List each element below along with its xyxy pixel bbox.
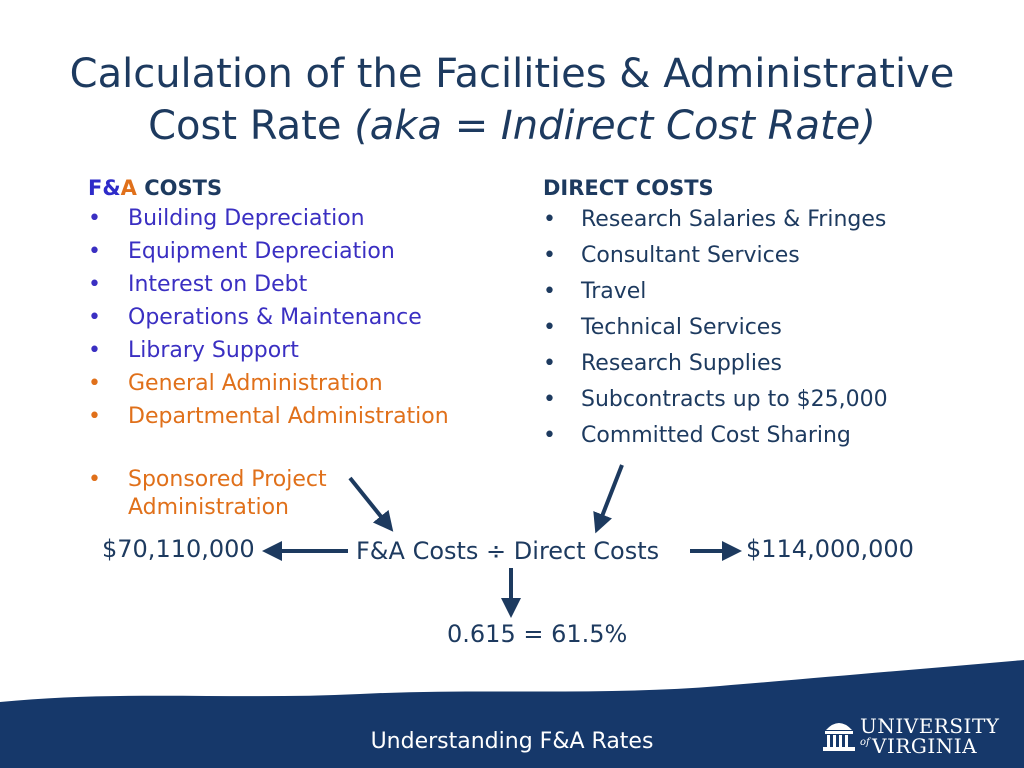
fa-heading-rest: COSTS bbox=[136, 176, 223, 200]
title-line-2: Cost Rate (aka = Indirect Cost Rate) bbox=[0, 100, 1024, 152]
direct-costs-list: Research Salaries & Fringes Consultant S… bbox=[543, 202, 888, 454]
rate-result: 0.615 = 61.5% bbox=[447, 620, 628, 648]
logo-university: UNIVERSITY bbox=[860, 714, 1000, 738]
title-line-1: Calculation of the Facilities & Administ… bbox=[69, 51, 955, 97]
direct-costs-column: DIRECT COSTS Research Salaries & Fringes… bbox=[543, 176, 888, 454]
direct-costs-value: $114,000,000 bbox=[746, 535, 914, 563]
dc-item-research-salaries: Research Salaries & Fringes bbox=[543, 202, 888, 238]
fa-item-departmental-administration: Departmental Administration bbox=[88, 400, 449, 433]
fa-heading-a: A bbox=[120, 176, 137, 200]
footer-text: Understanding F&A Rates bbox=[370, 729, 654, 754]
fa-heading-f: F& bbox=[88, 176, 121, 200]
university-logo: UNIVERSITY of VIRGINIA bbox=[822, 712, 999, 758]
dc-item-committed-cost-sharing: Committed Cost Sharing bbox=[543, 418, 888, 454]
fa-item-general-administration: General Administration bbox=[88, 367, 449, 400]
fa-costs-column: F&A COSTS Building Depreciation Equipmen… bbox=[88, 176, 449, 433]
dc-item-consultant-services: Consultant Services bbox=[543, 238, 888, 274]
rate-formula: F&A Costs ÷ Direct Costs bbox=[356, 537, 660, 565]
fa-item-building-depreciation: Building Depreciation bbox=[88, 202, 449, 235]
fa-item-interest-on-debt: Interest on Debt bbox=[88, 268, 449, 301]
fa-item-equipment-depreciation: Equipment Depreciation bbox=[88, 235, 449, 268]
fa-costs-heading: F&A COSTS bbox=[88, 176, 449, 200]
logo-virginia: VIRGINIA bbox=[872, 734, 978, 758]
title-line-2-plain: Cost Rate bbox=[148, 103, 355, 149]
fa-item-sponsored-project-administration: Sponsored Project Administration bbox=[88, 466, 388, 522]
title-line-2-italic: (aka = Indirect Cost Rate) bbox=[354, 103, 876, 149]
arrow-sponsored-to-fa bbox=[348, 476, 394, 532]
fa-item-operations-maintenance: Operations & Maintenance bbox=[88, 301, 449, 334]
fa-costs-list: Building Depreciation Equipment Deprecia… bbox=[88, 202, 449, 433]
dc-item-travel: Travel bbox=[543, 274, 888, 310]
fa-item-library-support: Library Support bbox=[88, 334, 449, 367]
direct-costs-heading: DIRECT COSTS bbox=[543, 176, 714, 200]
slide-title: Calculation of the Facilities & Administ… bbox=[0, 48, 1024, 152]
arrow-direct-to-formula bbox=[593, 464, 624, 534]
fa-costs-value: $70,110,000 bbox=[102, 535, 255, 563]
dc-item-technical-services: Technical Services bbox=[543, 310, 888, 346]
rotunda-icon bbox=[823, 723, 855, 751]
logo-of: of bbox=[860, 737, 870, 748]
dc-item-research-supplies: Research Supplies bbox=[543, 346, 888, 382]
dc-item-subcontracts: Subcontracts up to $25,000 bbox=[543, 382, 888, 418]
